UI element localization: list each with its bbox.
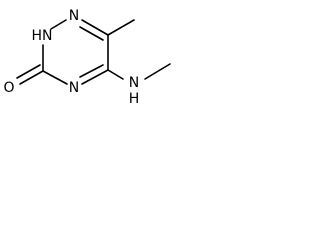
bond-c3-o-b [16,64,41,79]
bond-n4-c5-double-a [81,69,109,85]
molecule-structure-diagram: N HN N O N H [3,8,171,107]
bond-n1-n2 [50,19,67,30]
atom-nh-amine: N [129,75,139,91]
bond-c3-o-a [19,70,44,85]
atom-nh-amine-h: H [129,91,140,107]
atom-n-bottom: N [69,80,79,96]
bond-c6-n1-double-a [81,19,109,36]
bond-c3-n4 [42,70,68,85]
bond-nh-methyl [144,63,171,80]
atom-nh-ring: HN [32,28,53,44]
atom-n-top: N [69,8,79,24]
atom-oxygen: O [3,80,14,96]
bond-c6-n1-double-b [79,26,104,41]
bond-c5-nh [107,69,124,80]
bond-n4-c5-double-b [79,64,104,78]
bond-c6-methyl [107,19,135,36]
